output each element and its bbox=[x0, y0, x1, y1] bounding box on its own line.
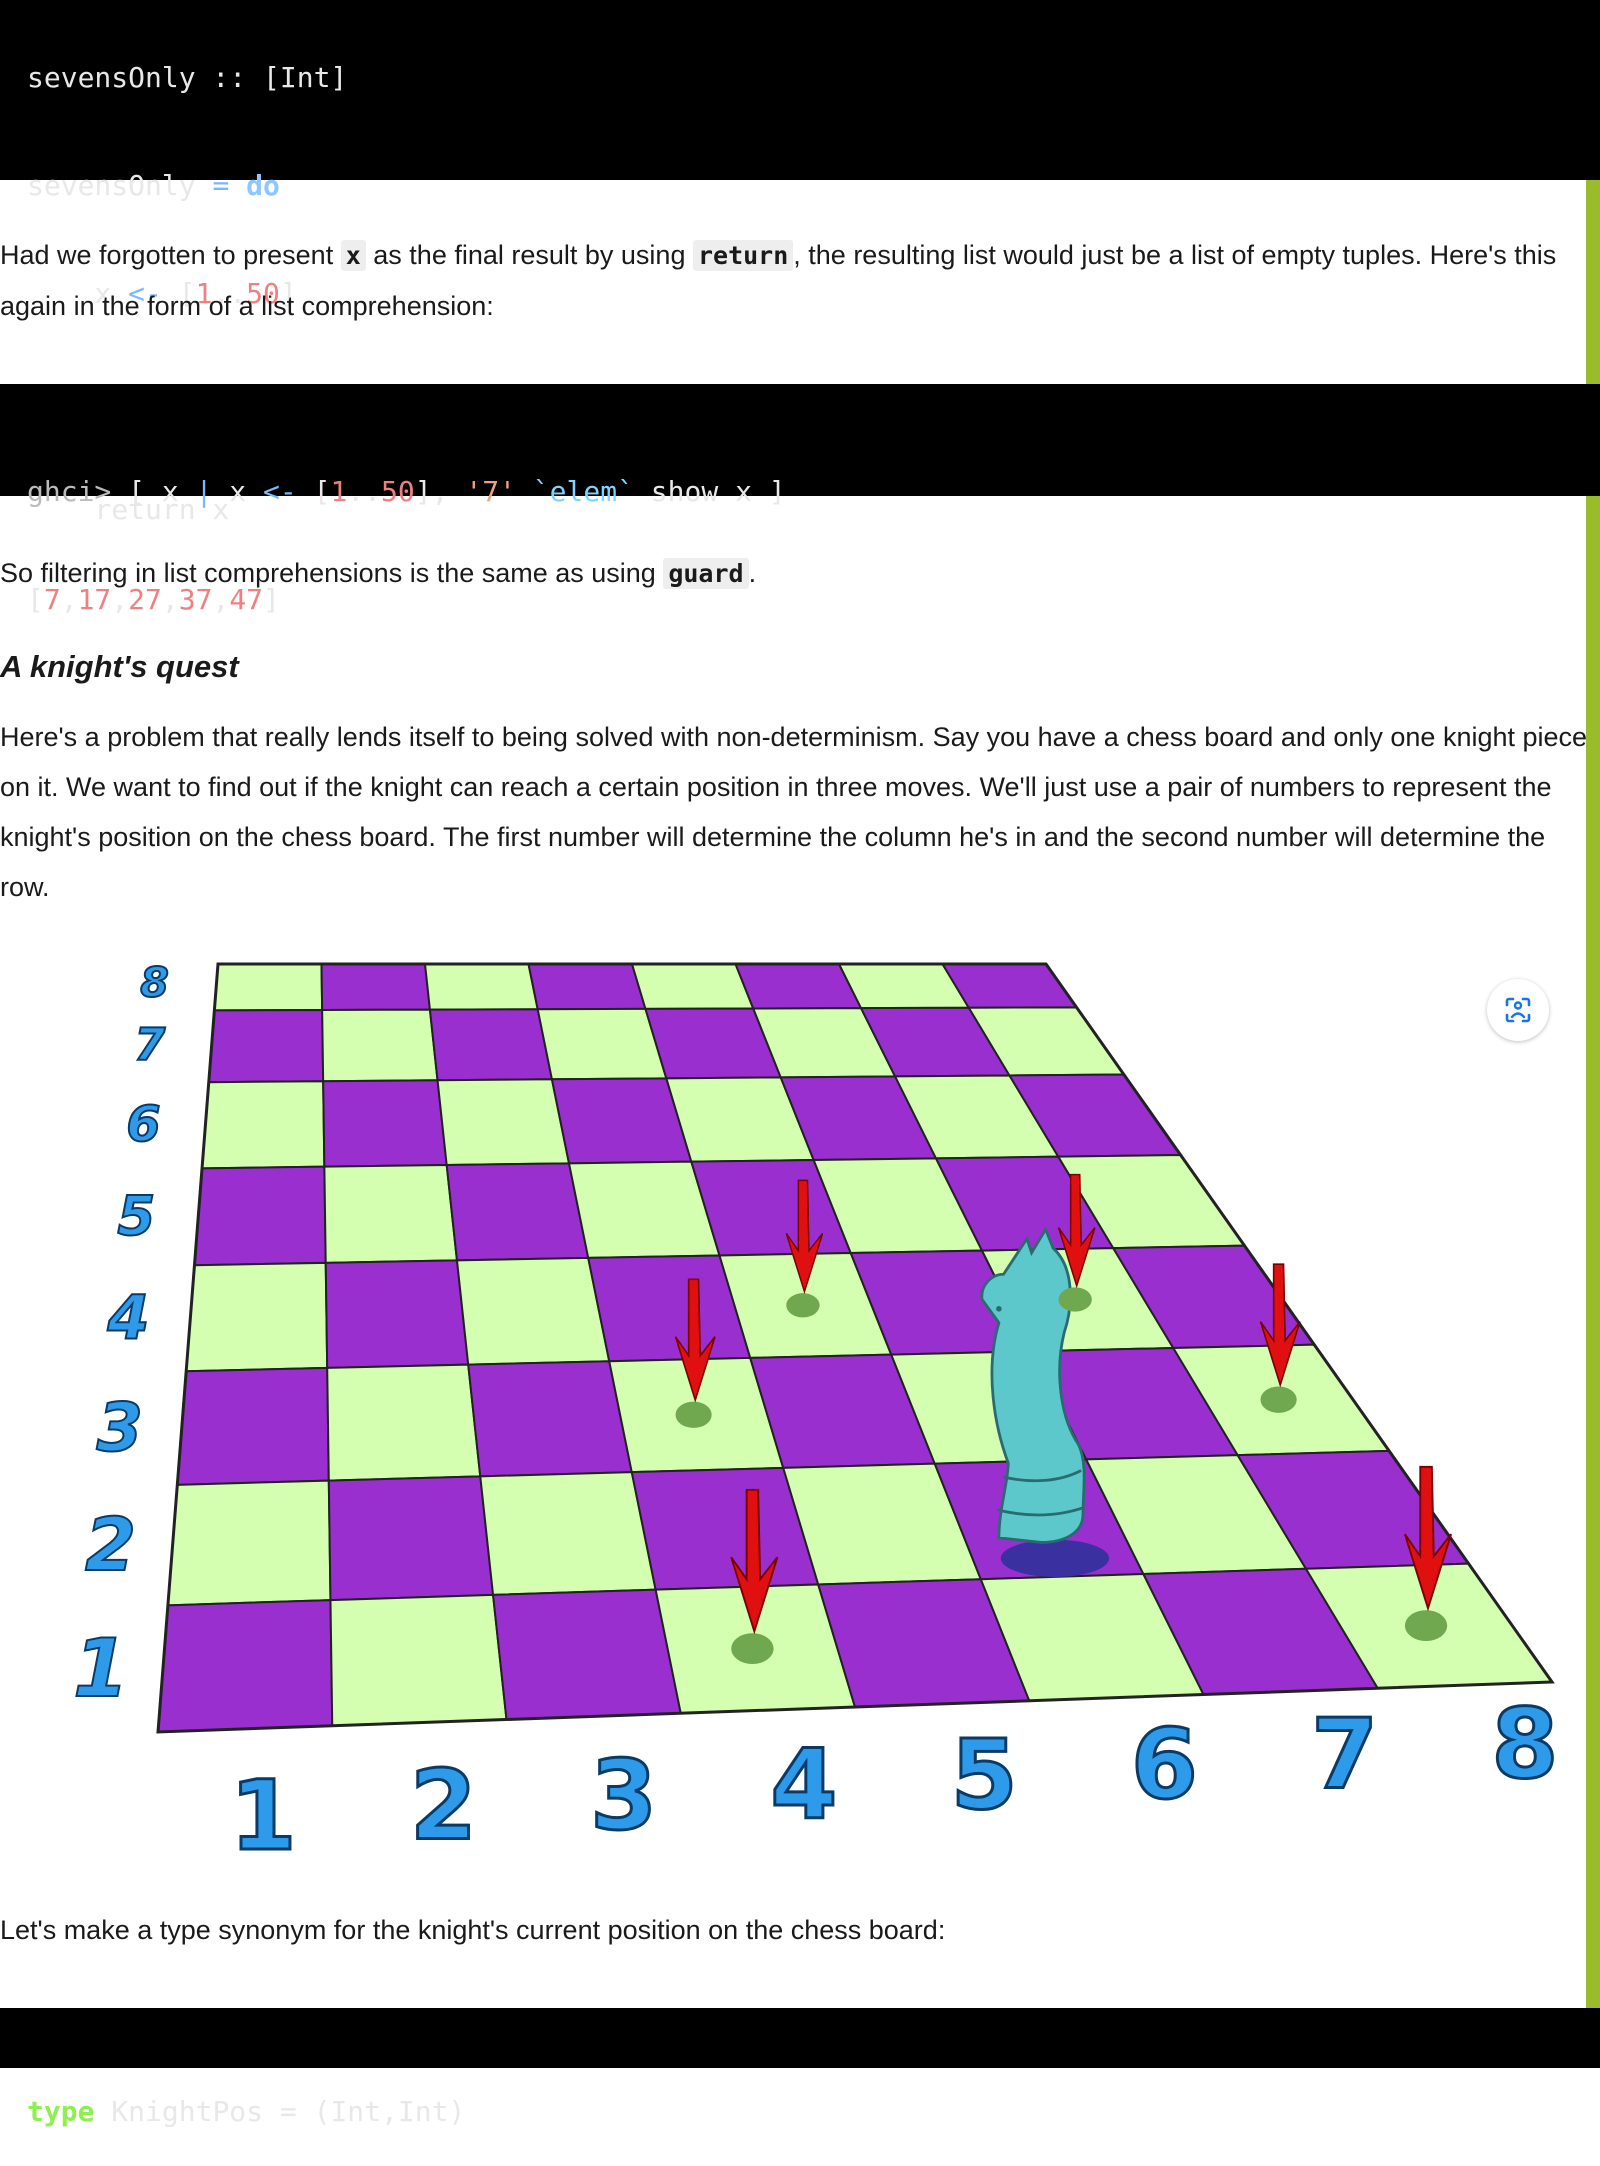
board-square bbox=[320, 963, 432, 1011]
board-square bbox=[479, 1471, 657, 1596]
board-square bbox=[536, 1007, 668, 1081]
board-square bbox=[323, 1163, 459, 1264]
inline-code: x bbox=[340, 240, 366, 271]
accent-bar bbox=[1586, 180, 1600, 384]
board-square bbox=[436, 1078, 571, 1167]
target-marker bbox=[730, 1488, 779, 1664]
arrow-down-icon bbox=[1403, 1465, 1453, 1612]
row-label: 7 bbox=[134, 1019, 165, 1071]
accent-bar bbox=[1586, 496, 1600, 2008]
code-block-ghci: ghci> [ x | x <- [1..50], '7' `elem` sho… bbox=[0, 384, 1600, 616]
board-square bbox=[491, 1588, 682, 1721]
row-label: 3 bbox=[97, 1388, 143, 1466]
board-square bbox=[329, 1593, 508, 1727]
board-square bbox=[185, 1261, 329, 1373]
board-square bbox=[327, 1475, 495, 1602]
row-label: 5 bbox=[117, 1184, 155, 1248]
knight-icon bbox=[980, 1226, 1110, 1578]
paragraph-type-synonym: Let's make a type synonym for the knight… bbox=[0, 1915, 946, 1945]
arrow-down-icon bbox=[1259, 1263, 1301, 1388]
column-label: 4 bbox=[770, 1729, 837, 1841]
lens-icon bbox=[1505, 997, 1531, 1023]
board-square bbox=[207, 1008, 325, 1084]
code-line: x <- [1..50] bbox=[27, 277, 297, 310]
board-square bbox=[527, 963, 647, 1011]
board-square bbox=[467, 1360, 633, 1478]
row-label: 1 bbox=[73, 1621, 129, 1715]
arrow-down-icon bbox=[785, 1179, 824, 1295]
board-square bbox=[455, 1256, 611, 1366]
column-label: 7 bbox=[1311, 1698, 1378, 1810]
board-square bbox=[213, 963, 324, 1012]
board-square bbox=[445, 1162, 590, 1262]
inline-code: return bbox=[692, 240, 794, 271]
code-line: sevensOnly :: [Int] bbox=[27, 61, 348, 94]
code-block-sevens-only: sevensOnly :: [Int] sevensOnly = do x <-… bbox=[0, 0, 1600, 526]
column-label: 5 bbox=[951, 1719, 1018, 1831]
target-marker bbox=[674, 1278, 716, 1428]
target-dot bbox=[1404, 1610, 1448, 1642]
board-squares bbox=[156, 963, 1554, 1734]
arrow-down-icon bbox=[1057, 1173, 1096, 1289]
column-labels: 1 2 3 4 5 6 7 8 bbox=[228, 1687, 1560, 1870]
code-line: return x bbox=[27, 493, 230, 526]
target-marker bbox=[1057, 1173, 1096, 1312]
row-label: 8 bbox=[140, 959, 169, 1007]
board-frame bbox=[156, 962, 1555, 1734]
board-square bbox=[322, 1079, 448, 1168]
section-heading: A knight's quest bbox=[0, 649, 239, 684]
column-label: 3 bbox=[590, 1739, 657, 1851]
board-square bbox=[200, 1080, 326, 1170]
board-outline bbox=[156, 962, 1555, 1734]
board-square bbox=[193, 1165, 327, 1267]
inline-code: guard bbox=[663, 558, 749, 589]
arrow-down-icon bbox=[674, 1278, 716, 1403]
board-square bbox=[156, 1599, 334, 1734]
chess-board-illustration: 1 2 3 4 5 6 7 8 1 2 3 4 5 6 7 8 bbox=[72, 958, 1560, 1870]
target-dot bbox=[675, 1401, 712, 1428]
target-dot bbox=[1058, 1287, 1092, 1312]
target-dot bbox=[1260, 1386, 1297, 1413]
column-label: 1 bbox=[230, 1760, 297, 1870]
arrow-down-icon bbox=[730, 1488, 779, 1635]
paragraph-return-note: Had we forgotten to present x as the fin… bbox=[0, 240, 1557, 321]
column-label: 6 bbox=[1131, 1709, 1198, 1821]
paragraph-filtering: So filtering in list comprehensions is t… bbox=[0, 558, 757, 589]
row-label: 2 bbox=[85, 1503, 136, 1588]
target-dot bbox=[786, 1293, 820, 1318]
board-square bbox=[428, 1008, 554, 1082]
visual-search-button[interactable] bbox=[1487, 979, 1549, 1041]
code-block-type-synonym: type KnightPos = (Int,Int) bbox=[0, 2008, 1600, 2128]
code-line: sevensOnly = do bbox=[27, 169, 280, 202]
code-line-input: ghci> [ x | x <- [1..50], '7' `elem` sho… bbox=[27, 475, 786, 508]
code-line: type KnightPos = (Int,Int) bbox=[27, 2095, 466, 2128]
row-labels: 1 2 3 4 5 6 7 8 bbox=[72, 958, 170, 1716]
column-label: 2 bbox=[410, 1750, 477, 1862]
paragraph-knight-problem: Here's a problem that really lends itsel… bbox=[0, 722, 1588, 902]
row-label: 6 bbox=[126, 1095, 160, 1153]
board-square bbox=[423, 963, 539, 1011]
target-markers bbox=[674, 1173, 1453, 1664]
board-square bbox=[324, 1259, 470, 1369]
board-square bbox=[630, 963, 755, 1010]
board-square bbox=[321, 1008, 439, 1083]
board-square bbox=[326, 1363, 482, 1482]
target-marker bbox=[1259, 1263, 1301, 1413]
board-square bbox=[176, 1366, 330, 1486]
column-label: 8 bbox=[1491, 1688, 1558, 1800]
row-label: 4 bbox=[106, 1283, 149, 1353]
knight-piece bbox=[980, 1226, 1110, 1578]
target-marker bbox=[785, 1179, 824, 1318]
board-square bbox=[166, 1479, 332, 1607]
target-dot bbox=[731, 1633, 774, 1664]
target-marker bbox=[1403, 1465, 1453, 1642]
code-line-output: [7,17,27,37,47] bbox=[27, 583, 280, 616]
